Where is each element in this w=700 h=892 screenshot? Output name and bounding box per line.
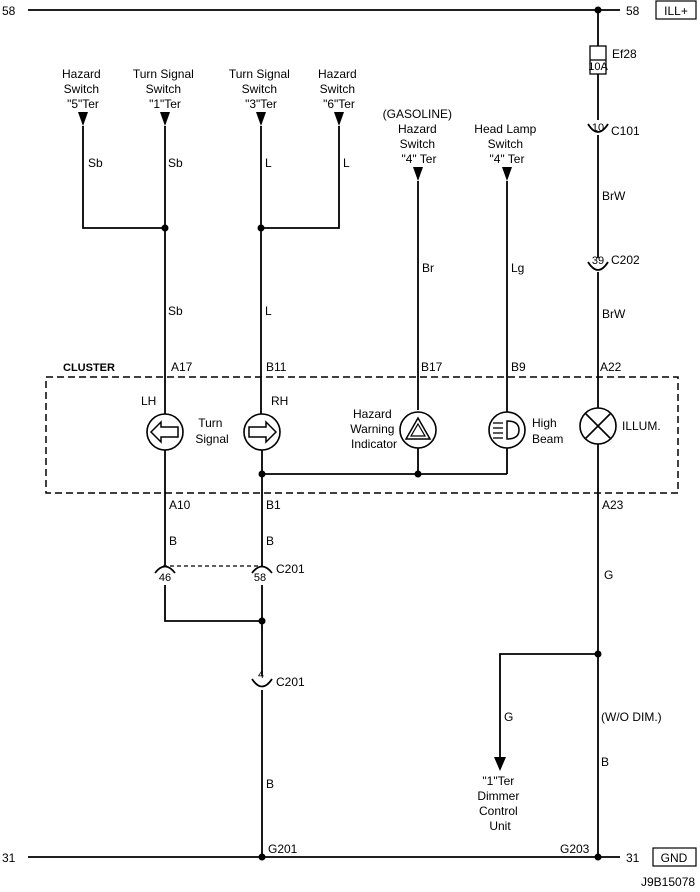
c201-label-lower: C201 — [276, 675, 305, 689]
pin-a23: A23 — [602, 498, 624, 512]
pin-b17: B17 — [421, 360, 443, 374]
g203-label: G203 — [560, 842, 590, 856]
wire-color-b: B — [266, 534, 274, 548]
rail-58-right-label: 58 — [626, 4, 640, 18]
head-lamp-switch-label: Head Lamp Switch "4" Ter — [474, 122, 539, 166]
pin-a22: A22 — [600, 360, 622, 374]
turn-switch-1-label: Turn Signal Switch "1"Ter — [133, 67, 197, 111]
c201-pin-58: 58 — [254, 572, 266, 584]
high-beam-icon — [506, 420, 520, 440]
terminal-arrow — [78, 112, 88, 126]
rail-58-left-label: 58 — [2, 4, 16, 18]
wire-color-l: L — [265, 156, 272, 170]
pin-a10: A10 — [169, 498, 191, 512]
wire-color-l: L — [265, 304, 272, 318]
fuse-ef28: 10A Ef28 — [588, 45, 637, 75]
high-beam-lamp — [488, 411, 526, 449]
diagram-code: J9B15078 — [641, 875, 695, 889]
illumination-feed: 10A Ef28 10 C101 39 C202 — [587, 10, 640, 408]
hazard-triangle-icon — [404, 416, 432, 440]
wire-color-b: B — [169, 534, 177, 548]
c201-pin-4: 4 — [258, 669, 264, 681]
wire-color-brw: BrW — [602, 307, 626, 321]
rail-31-left-label: 31 — [2, 851, 16, 865]
lh-label: LH — [141, 394, 156, 408]
dimmer-arrow — [494, 757, 506, 771]
wire-color-br: Br — [422, 261, 434, 275]
illumination-lamp: ILLUM. — [579, 407, 661, 445]
terminal-arrow — [502, 167, 512, 181]
wire-color-sb: Sb — [168, 304, 183, 318]
terminal-arrow — [413, 167, 423, 181]
input-terminals: Hazard Switch "5"Ter Turn Signal Switch … — [62, 67, 539, 181]
turn-lh-lamp: LH — [141, 394, 184, 451]
terminal-arrow — [160, 112, 170, 126]
connector-c201-pair: 46 58 C201 — [154, 562, 305, 584]
instrument-cluster: CLUSTER A17 B11 B17 B9 A22 LH RH Turn Si… — [45, 360, 679, 512]
ill-plus-label: ILL+ — [664, 4, 688, 18]
wire-color-brw: BrW — [602, 189, 626, 203]
wire-color-lg: Lg — [511, 261, 524, 275]
c101-label: C101 — [611, 124, 640, 138]
wire-color-b: B — [601, 755, 609, 769]
connector-c202: 39 C202 — [587, 253, 640, 271]
c202-label: C202 — [611, 253, 640, 267]
pin-b11: B11 — [266, 360, 287, 374]
illum-label: ILLUM. — [622, 419, 661, 433]
ill-plus-rail: 58 58 ILL+ — [2, 0, 697, 20]
c202-pin: 39 — [592, 255, 604, 267]
input-wires — [82, 126, 508, 420]
wire-color-labels: Sb Sb L L Sb L Br Lg BrW BrW — [88, 156, 626, 321]
c201-label: C201 — [276, 562, 305, 576]
fuse-name: Ef28 — [612, 47, 637, 61]
connector-c201-single: 4 C201 — [251, 669, 305, 689]
gnd-label: GND — [661, 851, 688, 865]
connector-c101: 10 C101 — [587, 122, 640, 138]
hazard-switch-6-label: Hazard Switch "6"Ter — [318, 67, 360, 111]
pin-b1: B1 — [266, 498, 281, 512]
turn-switch-3-label: Turn Signal Switch "3"Ter — [229, 67, 293, 111]
wire-color-l: L — [343, 156, 350, 170]
high-beam-label: High Beam — [532, 416, 563, 446]
terminal-arrow — [334, 112, 344, 126]
turn-rh-lamp: RH — [243, 394, 288, 451]
terminal-arrow — [256, 112, 266, 126]
c201-pin-46: 46 — [159, 572, 171, 584]
pin-a17: A17 — [171, 360, 193, 374]
cluster-title: CLUSTER — [63, 362, 115, 374]
turn-signal-label: Turn Signal — [195, 416, 228, 446]
wire-color-g: G — [504, 710, 513, 724]
gasoline-hazard-switch-label: (GASOLINE) Hazard Switch "4" Ter — [383, 107, 456, 166]
wire-color-g: G — [604, 568, 613, 582]
fuse-rating: 10A — [588, 61, 608, 73]
hazard-switch-5-label: Hazard Switch "5"Ter — [62, 67, 104, 111]
ground-rail: 31 31 GND G201 G203 — [2, 842, 697, 867]
rh-label: RH — [271, 394, 288, 408]
wire-color-sb: Sb — [168, 156, 183, 170]
g201-label: G201 — [268, 842, 298, 856]
hazard-warning-indicator-label: Hazard Warning Indicator — [350, 407, 398, 451]
left-arrow-icon — [149, 420, 179, 444]
right-arrow-icon — [248, 420, 278, 444]
dimmer-control-unit-label: "1"Ter Dimmer Control Unit — [477, 774, 522, 833]
pin-b9: B9 — [511, 360, 526, 374]
wire-color-b: B — [266, 777, 274, 791]
rail-31-right-label: 31 — [626, 851, 640, 865]
c101-pin: 10 — [592, 122, 604, 134]
lower-wiring: B B 46 58 C201 4 C201 B G G (W/O DIM.) — [154, 444, 662, 857]
hazard-indicator-lamp — [399, 411, 437, 449]
wire-color-sb: Sb — [88, 156, 103, 170]
wo-dim-note: (W/O DIM.) — [601, 710, 662, 724]
